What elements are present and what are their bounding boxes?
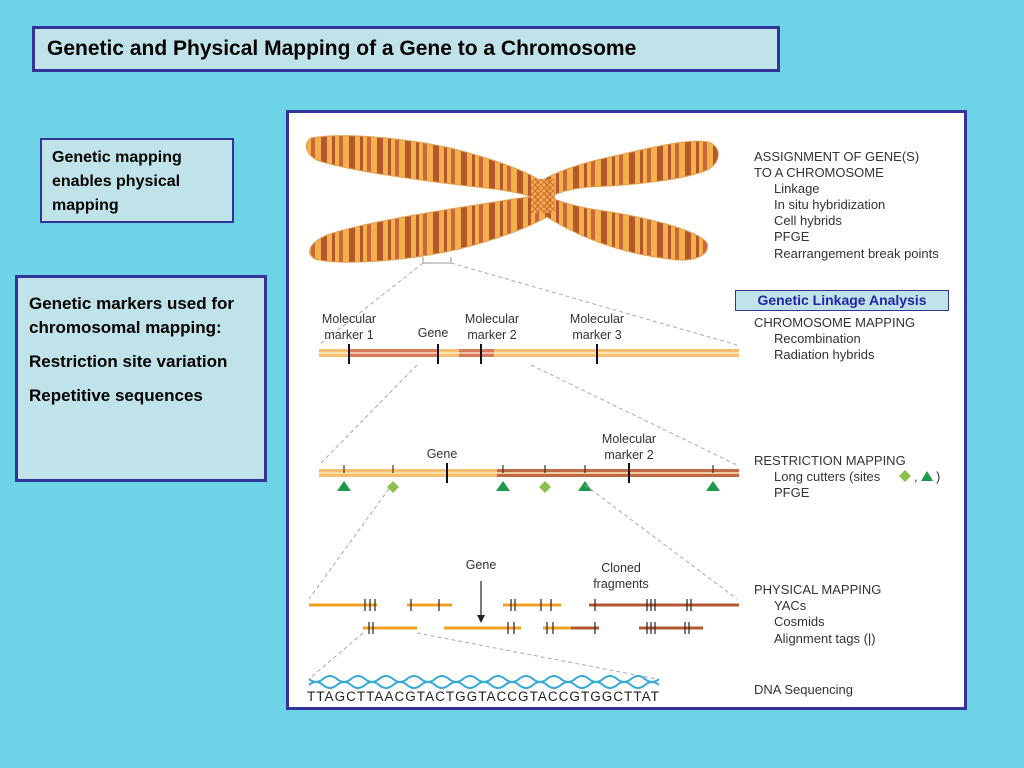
title-box: Genetic and Physical Mapping of a Gene t… xyxy=(32,26,780,72)
label-cloned-a: Cloned xyxy=(601,561,641,575)
mapping-diagram-panel: Molecular marker 1 Gene Molecular marker… xyxy=(286,110,967,710)
assignment-item: Linkage xyxy=(774,181,820,196)
mapping-diagram: Molecular marker 1 Gene Molecular marker… xyxy=(305,135,940,704)
genetic-markers-note: Genetic markers used for chromosomal map… xyxy=(15,275,267,482)
label-gene-2: Gene xyxy=(427,447,458,461)
label-cloned-b: fragments xyxy=(593,577,649,591)
restriction-map-line xyxy=(319,463,739,493)
label-mm1-b: marker 1 xyxy=(324,328,373,342)
markers-item-repetitive: Repetitive sequences xyxy=(29,386,203,405)
legend-close-paren: ) xyxy=(936,469,940,484)
markers-item-restriction: Restriction site variation xyxy=(29,352,228,371)
assignment-item: PFGE xyxy=(774,229,810,244)
chromosome xyxy=(305,135,719,263)
page-title: Genetic and Physical Mapping of a Gene t… xyxy=(47,37,637,60)
label-mm2-a: Molecular xyxy=(465,312,519,326)
markers-heading: Genetic markers used for chromosomal map… xyxy=(29,294,235,337)
dna-sequence: TTAGCTTAACGTACTGGTACCGTACCGTGGCTTAT xyxy=(307,689,659,704)
alignment-tags xyxy=(364,599,692,634)
genetic-mapping-note: Genetic mapping enables physical mapping xyxy=(40,138,234,223)
restriction-mapping-item-pfge: PFGE xyxy=(774,485,810,500)
restriction-site-triangle xyxy=(337,481,351,491)
chromosome-mapping-item: Recombination xyxy=(774,331,861,346)
chromosome-mapping-section: CHROMOSOME MAPPING Recombination Radiati… xyxy=(754,315,915,362)
restriction-site-diamond xyxy=(387,481,399,493)
physical-mapping-item: YACs xyxy=(774,598,807,613)
legend-diamond xyxy=(899,470,911,482)
genetic-linkage-analysis-label: Genetic Linkage Analysis xyxy=(735,290,949,311)
restriction-mapping-heading: RESTRICTION MAPPING xyxy=(754,453,906,468)
restriction-site-diamond xyxy=(539,481,551,493)
assignment-heading-2: TO A CHROMOSOME xyxy=(754,165,884,180)
genetic-mapping-note-text: Genetic mapping enables physical mapping xyxy=(52,149,182,214)
label-mm3-b: marker 3 xyxy=(572,328,621,342)
dna-sequencing-heading: DNA Sequencing xyxy=(754,682,853,697)
label-mm1-a: Molecular xyxy=(322,312,376,326)
label-gene-1: Gene xyxy=(418,326,449,340)
physical-mapping-item: Cosmids xyxy=(774,614,825,629)
assignment-heading-1: ASSIGNMENT OF GENE(S) xyxy=(754,149,919,164)
physical-mapping-section: PHYSICAL MAPPING YACs Cosmids Alignment … xyxy=(754,582,881,646)
legend-separator: , xyxy=(914,469,918,484)
dna-helix xyxy=(308,675,660,689)
chromosome-mapping-heading: CHROMOSOME MAPPING xyxy=(754,315,915,330)
label-mm3-a: Molecular xyxy=(570,312,624,326)
assignment-item: Cell hybrids xyxy=(774,213,842,228)
assignment-item: In situ hybridization xyxy=(774,197,885,212)
chromosome-map-line xyxy=(319,344,739,364)
label-gene-3: Gene xyxy=(466,558,497,572)
assignment-item: Rearrangement break points xyxy=(774,246,939,261)
chromosome-mapping-item: Radiation hybrids xyxy=(774,347,875,362)
restriction-site-triangle xyxy=(706,481,720,491)
restriction-site-triangle xyxy=(496,481,510,491)
restriction-site-triangle xyxy=(578,481,592,491)
long-cutters-label: Long cutters (sites xyxy=(774,469,881,484)
label-mm2r-a: Molecular xyxy=(602,432,656,446)
physical-mapping-item: Alignment tags (|) xyxy=(774,631,876,646)
label-mm2-b: marker 2 xyxy=(467,328,516,342)
legend-triangle xyxy=(921,471,933,481)
restriction-mapping-section: RESTRICTION MAPPING Long cutters (sites … xyxy=(754,453,940,500)
label-mm2r-b: marker 2 xyxy=(604,448,653,462)
assignment-section: ASSIGNMENT OF GENE(S) TO A CHROMOSOME Li… xyxy=(754,149,939,261)
physical-mapping-heading: PHYSICAL MAPPING xyxy=(754,582,881,597)
